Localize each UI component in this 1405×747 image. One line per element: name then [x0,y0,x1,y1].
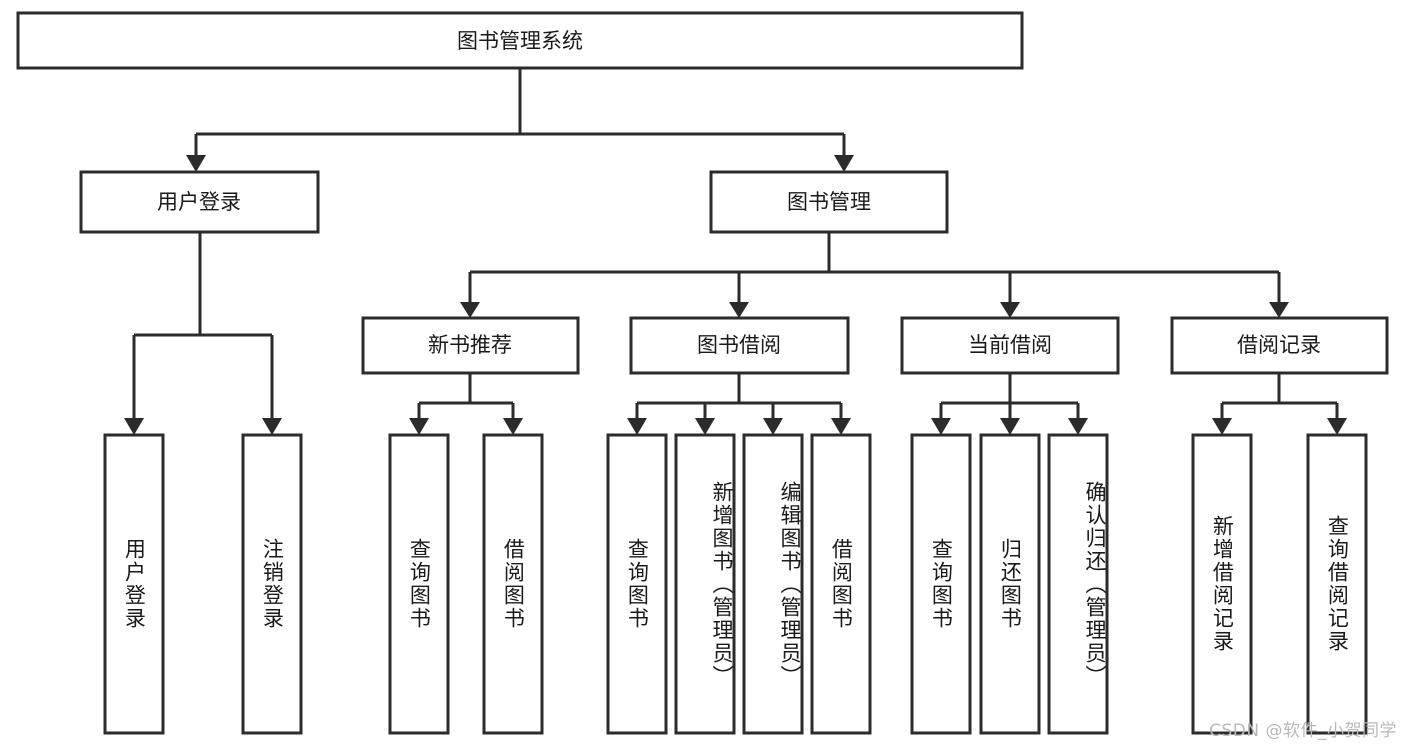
connector-bookborrow-to-leaves [627,373,851,435]
leaf-box-borrowrecord-add[interactable] [1191,433,1253,735]
connector-newbook-to-leaves [409,373,523,435]
node-current-borrow-label: 当前借阅 [968,333,1052,357]
leaf-box-newbook-query[interactable] [388,433,450,735]
leaf-box-bookborrow-add[interactable] [674,433,736,735]
leaf-box-user-login-login[interactable] [103,433,165,735]
node-borrow-record-label: 借阅记录 [1237,333,1321,357]
connector-currentborrow-to-leaves [931,373,1088,435]
node-book-borrow[interactable] [629,316,850,375]
node-book-management[interactable] [709,170,949,234]
leaf-box-bookborrow-query[interactable] [606,433,668,735]
connector-borrowrecord-to-leaves [1212,373,1347,435]
node-new-book-recommend[interactable] [361,316,580,375]
node-new-book-recommend-label: 新书推荐 [428,333,512,357]
connector-userlogin-to-leaves [124,232,282,435]
node-root[interactable] [16,11,1024,70]
node-borrow-record[interactable] [1170,316,1389,375]
leaf-box-user-login-logout[interactable] [241,433,303,735]
csdn-watermark: CSDN @软件_小贺同学 [1209,721,1397,741]
node-current-borrow[interactable] [900,316,1120,375]
leaf-box-currentborrow-confirm[interactable] [1047,433,1109,735]
leaf-box-currentborrow-query[interactable] [910,433,972,735]
connector-bookmgmt-to-level3 [460,232,1289,318]
connector-root-to-level2 [186,68,854,172]
node-user-login-label: 用户登录 [157,190,241,214]
leaf-box-bookborrow-borrow[interactable] [810,433,872,735]
leaf-box-newbook-borrow[interactable] [482,433,544,735]
leaf-box-bookborrow-edit[interactable] [742,433,804,735]
node-root-label: 图书管理系统 [457,29,583,53]
leaf-box-borrowrecord-query[interactable] [1306,433,1368,735]
node-user-login[interactable] [79,170,320,234]
node-book-borrow-label: 图书借阅 [697,333,781,357]
leaf-box-currentborrow-return[interactable] [979,433,1041,735]
node-book-management-label: 图书管理 [787,190,871,214]
